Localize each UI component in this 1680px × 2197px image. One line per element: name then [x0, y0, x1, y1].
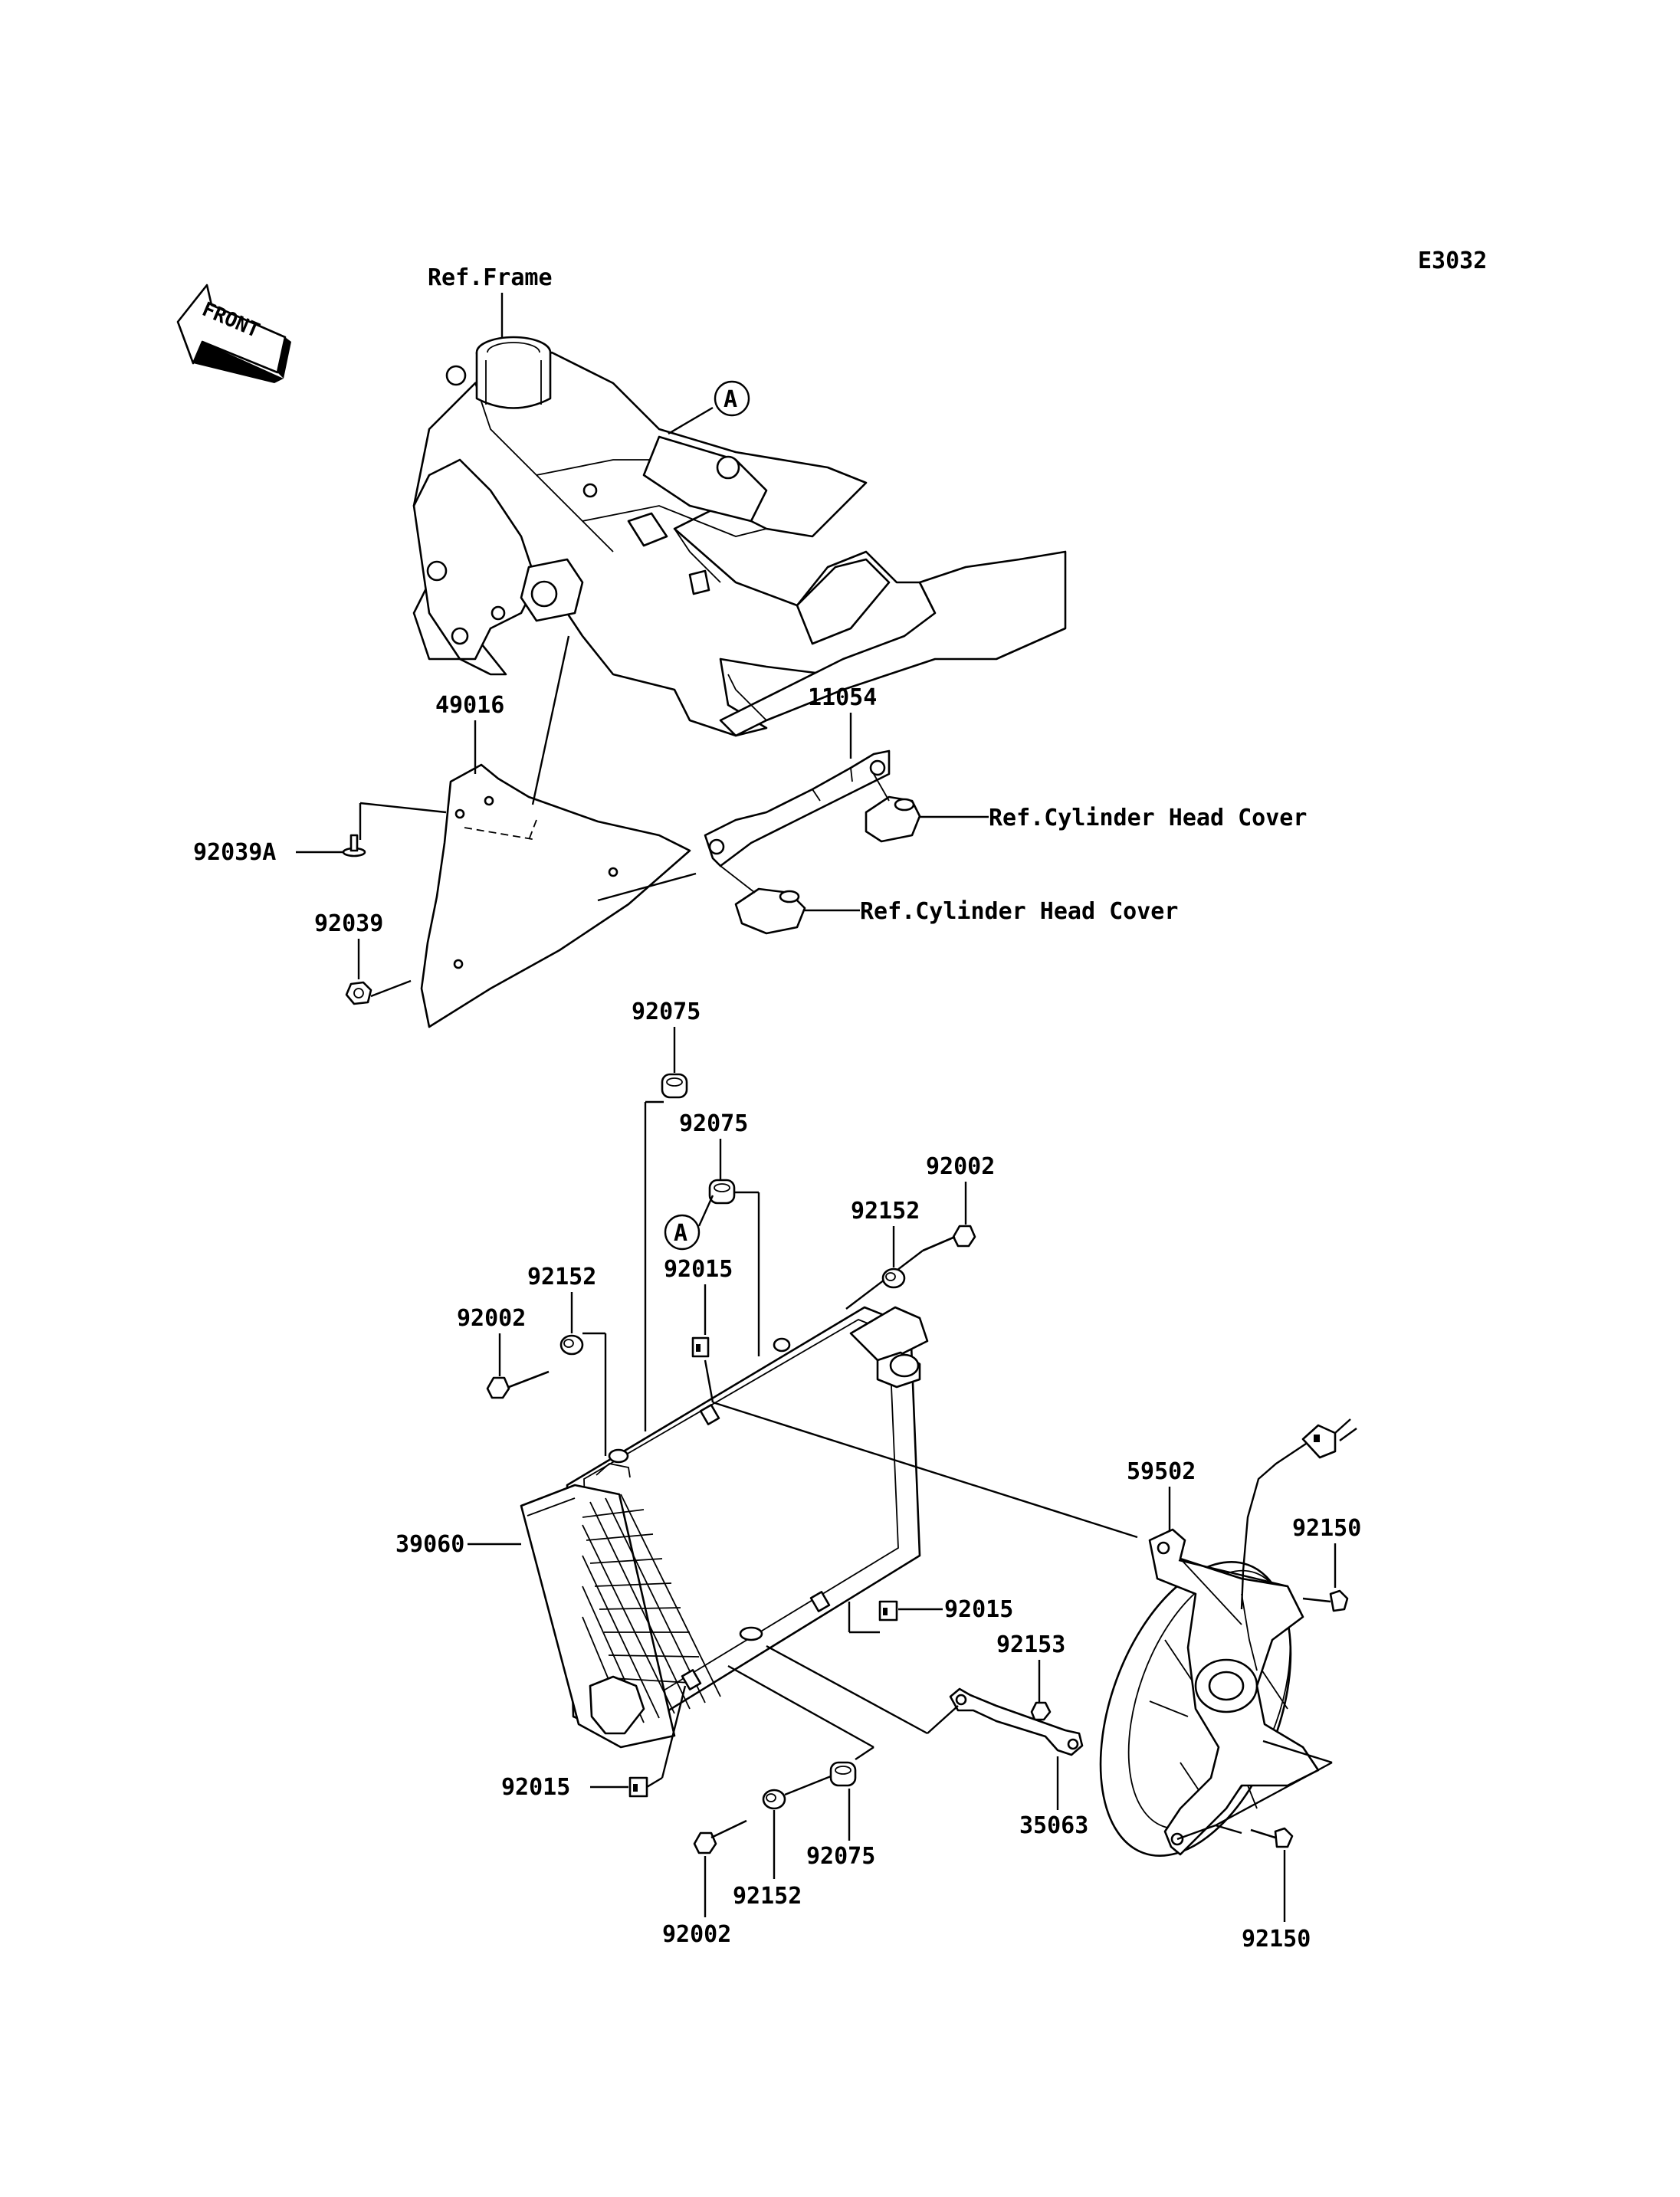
screw-92039a-icon	[342, 834, 366, 857]
callout-a-top	[714, 380, 750, 417]
label-92152-c: 92152	[733, 1883, 802, 1910]
label-92039: 92039	[314, 910, 383, 937]
label-92150-b: 92150	[1242, 1926, 1311, 1953]
grommet-92075-c-icon	[829, 1761, 857, 1787]
head-cover-mount-lower	[720, 865, 806, 935]
bolt-92150-a-icon	[1302, 1589, 1349, 1612]
label-92153: 92153	[996, 1631, 1065, 1658]
label-92015-c: 92015	[501, 1774, 570, 1801]
label-ref-head-cover-lower: Ref.Cylinder Head Cover	[860, 898, 1178, 925]
label-92002-c: 92002	[662, 1921, 731, 1948]
label-92075-a: 92075	[632, 998, 701, 1025]
collar-92152-a-icon	[881, 1267, 906, 1289]
cooling-fan-59502	[1099, 1418, 1357, 1857]
bolt-92150-b-icon	[1250, 1827, 1294, 1848]
label-92152-a: 92152	[851, 1198, 920, 1225]
label-92150-a: 92150	[1292, 1515, 1361, 1542]
label-ref-head-cover-upper: Ref.Cylinder Head Cover	[989, 805, 1307, 831]
bolt-92153-icon	[1030, 1701, 1052, 1721]
label-92015-b: 92015	[944, 1596, 1013, 1623]
label-39060: 39060	[395, 1531, 464, 1558]
head-cover-mount-upper	[865, 773, 921, 843]
clip-92015-b-icon	[878, 1600, 898, 1622]
clip-92015-a-icon	[691, 1336, 710, 1358]
collar-92152-c-icon	[762, 1789, 786, 1810]
label-49016: 49016	[435, 692, 504, 719]
label-92039a: 92039A	[193, 839, 276, 866]
label-11054: 11054	[808, 684, 877, 711]
grommet-92075-b-icon	[708, 1179, 736, 1205]
radiator-39060	[520, 1306, 929, 1749]
diagram-code: E3032	[1418, 248, 1487, 274]
label-35063: 35063	[1019, 1812, 1088, 1839]
frame-illustration	[412, 336, 1067, 737]
callout-a-top-label: A	[724, 386, 737, 413]
deflector-plate-49016	[420, 763, 691, 1028]
bolt-92002-b-icon	[486, 1370, 550, 1399]
label-92075-b: 92075	[679, 1110, 748, 1137]
radiator-fins-icon	[582, 1494, 721, 1728]
front-arrow-icon: FRONT	[176, 284, 291, 383]
label-92002-a: 92002	[926, 1153, 995, 1180]
bolt-92002-c-icon	[693, 1819, 747, 1854]
bracket-35063	[949, 1687, 1084, 1756]
label-59502: 59502	[1127, 1458, 1196, 1485]
label-ref-frame: Ref.Frame	[428, 264, 553, 291]
clip-92015-c-icon	[628, 1776, 648, 1798]
label-92015-a: 92015	[664, 1256, 733, 1283]
label-92075-c: 92075	[806, 1843, 875, 1870]
nut-92039-icon	[345, 981, 372, 1005]
label-92002-b: 92002	[457, 1305, 526, 1332]
grommet-92075-a-icon	[661, 1073, 688, 1099]
collar-92152-b-icon	[559, 1334, 584, 1356]
label-92152-b: 92152	[527, 1264, 596, 1290]
callout-a-lower-label: A	[674, 1220, 687, 1247]
bracket-11054	[704, 749, 891, 867]
callout-a-lower	[664, 1214, 701, 1251]
bolt-92002-a-icon	[922, 1225, 976, 1252]
